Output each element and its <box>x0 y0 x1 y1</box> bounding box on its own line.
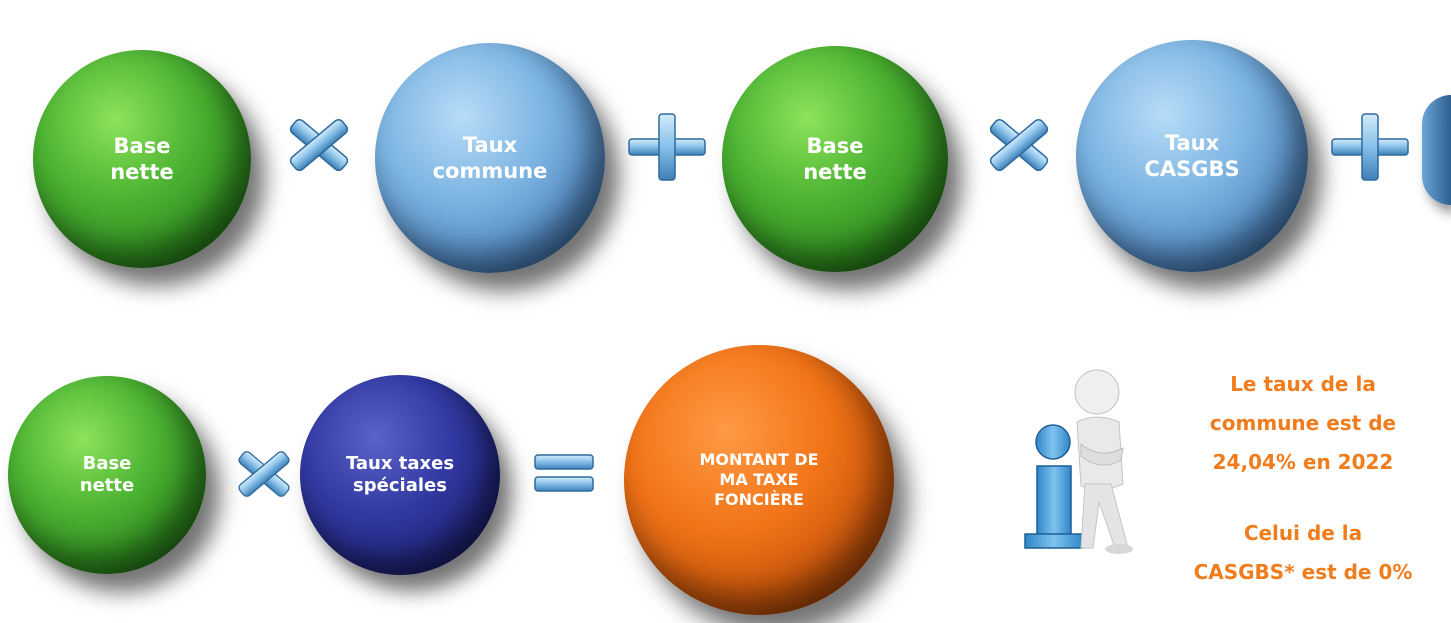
taux-commune-node: Taux commune <box>375 43 605 273</box>
info-text-commune: Le taux de la commune est de 24,04% en 2… <box>1209 372 1397 474</box>
node-label: Taux commune <box>432 132 548 183</box>
base-nette-node-2: Base nette <box>722 46 948 272</box>
node-label: MONTANT DE MA TAXE FONCIÈRE <box>699 450 819 509</box>
node-label: Taux taxes spéciales <box>345 452 455 497</box>
plus-icon <box>1331 113 1409 181</box>
montant-taxe-fonciere-node: MONTANT DE MA TAXE FONCIÈRE <box>624 345 894 615</box>
node-label: Base nette <box>110 133 174 184</box>
cropped-node-edge <box>1422 95 1451 205</box>
node-label: Taux CASGBS <box>1144 130 1240 181</box>
multiply-icon <box>989 118 1049 172</box>
multiply-icon <box>238 451 290 497</box>
taux-taxes-speciales-node: Taux taxes spéciales <box>300 375 500 575</box>
plus-icon <box>628 113 706 181</box>
equals-icon <box>534 454 594 492</box>
taux-casgbs-node: Taux CASGBS <box>1076 40 1308 272</box>
base-nette-node-3: Base nette <box>8 376 206 574</box>
info-figure-icon <box>1024 369 1133 554</box>
info-text-casgbs: Celui de la CASGBS* est de 0% <box>1193 521 1413 584</box>
node-label: Base nette <box>79 452 135 497</box>
multiply-icon <box>289 118 349 172</box>
base-nette-node-1: Base nette <box>33 50 251 268</box>
node-label: Base nette <box>803 133 867 184</box>
